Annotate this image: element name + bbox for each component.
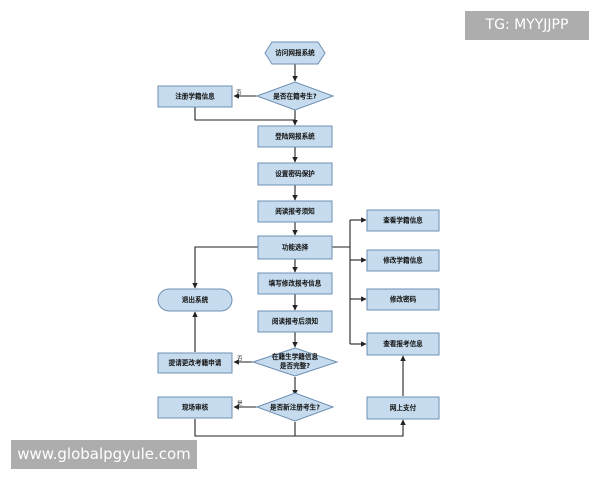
edit-student-info-label: 修改学籍信息 <box>382 256 423 265</box>
change-password-label: 修改密码 <box>389 295 417 304</box>
decision-complete-label-line2: 是否完整? <box>279 361 310 370</box>
onsite-review-node: 现场审核 <box>157 396 233 419</box>
view-student-info-label: 查看学籍信息 <box>383 216 423 225</box>
decision-new-registrant: 是否新注册考生? <box>255 392 335 422</box>
watermark-bottom-left: www.globalpgyule.com <box>11 440 197 469</box>
decision-complete: 在籍生学籍信息 是否完整? <box>251 347 339 377</box>
edit-student-info-node: 修改学籍信息 <box>366 249 440 272</box>
decision-registered-label: 是否在籍考生? <box>272 92 317 101</box>
submit-change-request-label: 提请更改考籍申请 <box>169 358 222 367</box>
start-node: 访问网报系统 <box>264 41 326 65</box>
submit-change-request-node: 提请更改考籍申请 <box>157 352 233 374</box>
register-info-node: 注册学籍信息 <box>157 85 233 108</box>
set-password-node: 设置密码保护 <box>257 162 333 186</box>
start-label: 访问网报系统 <box>275 48 315 57</box>
view-exam-info-label: 查看报考信息 <box>383 339 423 348</box>
decision-registered: 是否在籍考生? <box>255 81 335 111</box>
connectors <box>192 64 406 437</box>
login-label: 登陆网报系统 <box>274 132 315 141</box>
login-node: 登陆网报系统 <box>257 125 333 148</box>
read-post-notice-label: 阅读报考后须知 <box>272 317 319 326</box>
watermark-top-right: TG: MYYJJPP <box>465 11 589 40</box>
yes-label-new-registrant: 是 <box>237 400 243 407</box>
online-payment-node: 网上支付 <box>366 396 440 420</box>
read-post-notice-node: 阅读报考后须知 <box>257 310 333 333</box>
fill-edit-info-node: 填写修改报考信息 <box>257 272 333 295</box>
onsite-review-label: 现场审核 <box>182 403 209 412</box>
no-label-registered: 否 <box>236 89 242 96</box>
online-payment-label: 网上支付 <box>390 403 417 412</box>
change-password-node: 修改密码 <box>366 288 440 311</box>
exit-system-node: 退出系统 <box>157 288 233 312</box>
fill-edit-info-label: 填写修改报考信息 <box>269 279 322 288</box>
exit-system-label: 退出系统 <box>182 295 209 304</box>
view-exam-info-node: 查看报考信息 <box>366 332 440 356</box>
decision-new-registrant-label: 是否新注册考生? <box>269 403 320 412</box>
set-password-label: 设置密码保护 <box>275 169 315 178</box>
no-label-complete: 否 <box>237 355 243 362</box>
view-student-info-node: 查看学籍信息 <box>366 209 440 232</box>
read-notice-label: 阅读报考须知 <box>275 207 315 216</box>
read-notice-node: 阅读报考须知 <box>257 200 333 223</box>
decision-complete-label-line1: 在籍生学籍信息 <box>272 352 319 361</box>
register-info-label: 注册学籍信息 <box>175 92 215 101</box>
function-select-node: 功能选择 <box>257 235 333 260</box>
function-select-label: 功能选择 <box>282 243 309 252</box>
